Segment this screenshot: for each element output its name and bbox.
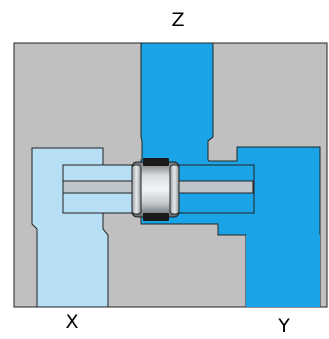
port-z-label: Z <box>171 9 185 31</box>
spool-seal-bottom <box>143 213 169 221</box>
spool-right-cap <box>169 164 180 215</box>
port-y-passage <box>246 235 320 307</box>
spool-seal-top <box>143 158 169 166</box>
port-y-label: Y <box>278 315 290 337</box>
spool <box>131 158 180 221</box>
port-x-label: X <box>65 311 79 333</box>
spool-left-cap <box>131 164 142 215</box>
